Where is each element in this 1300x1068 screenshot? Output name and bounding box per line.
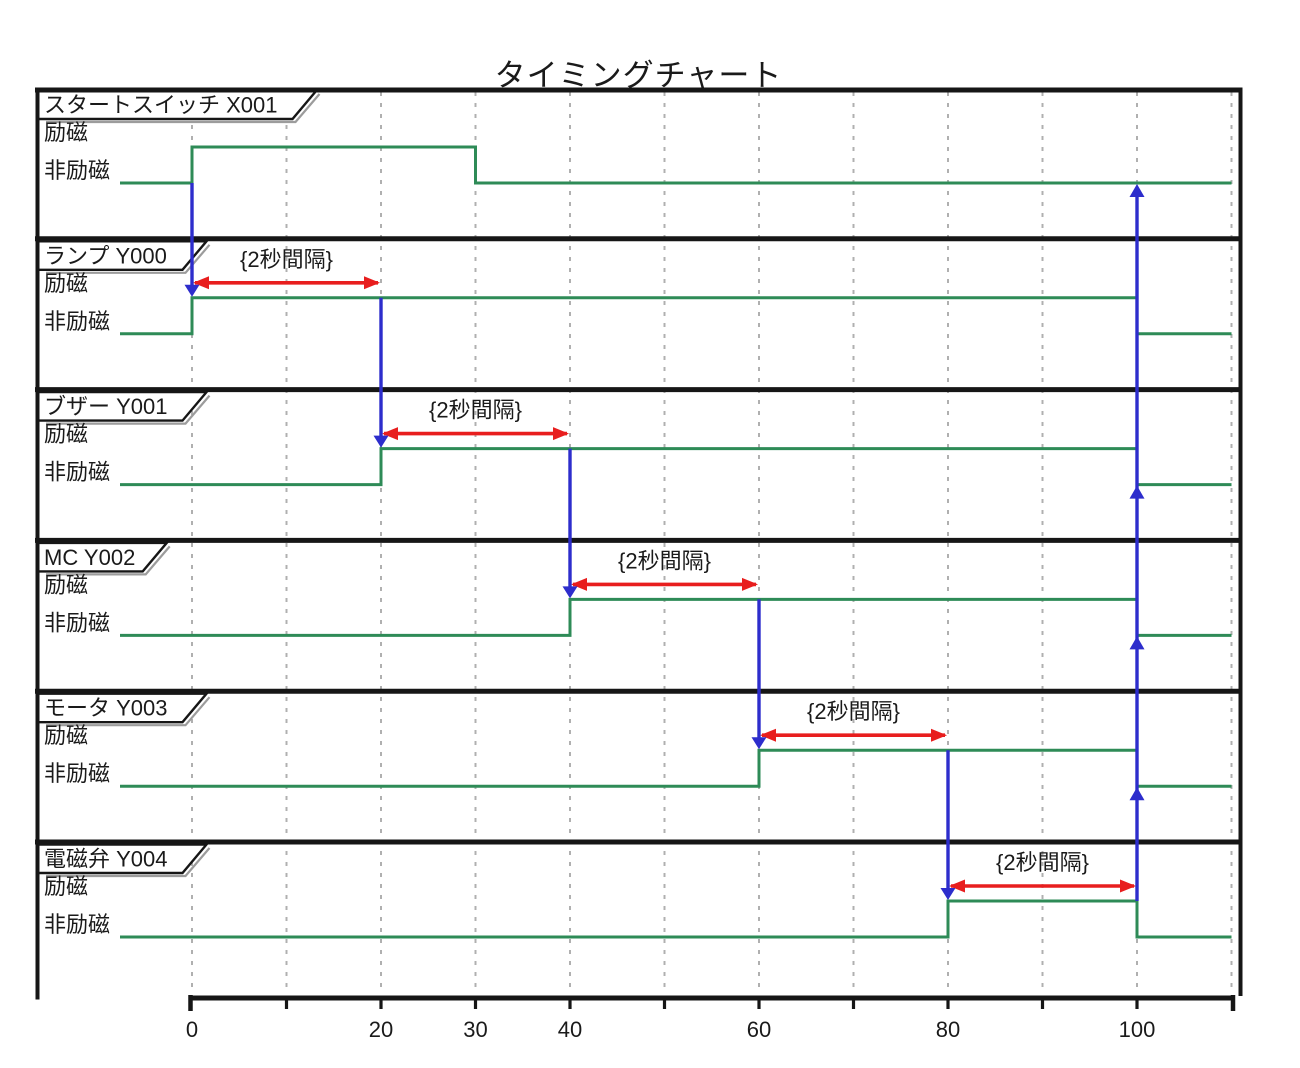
signal-waveform <box>120 899 1232 939</box>
signal-waveform <box>120 145 1232 185</box>
link-arrowhead-down <box>184 284 200 297</box>
interval-label: {2秒間隔} <box>618 548 711 573</box>
level-label-low: 非励磁 <box>44 912 110 937</box>
track-tab-label: 電磁弁 Y004 <box>44 847 168 872</box>
interval-label: {2秒間隔} <box>807 699 900 724</box>
link-arrowhead-down <box>562 586 578 599</box>
link-arrowhead-down <box>751 737 767 750</box>
level-label-high: 励磁 <box>44 874 88 899</box>
level-label-low: 非励磁 <box>44 610 110 635</box>
link-arrowhead-up <box>1129 485 1145 499</box>
track-tab-label: スタートスイッチ X001 <box>44 93 278 118</box>
axis-tick-label: 20 <box>369 1017 393 1042</box>
level-label-low: 非励磁 <box>44 460 110 485</box>
axis-tick-label: 30 <box>463 1017 487 1042</box>
link-arrowhead-down <box>940 888 956 900</box>
interval-label: {2秒間隔} <box>996 850 1089 875</box>
interval-arrowhead-right <box>553 427 569 441</box>
signal-waveform <box>120 597 1232 637</box>
tab-shadow <box>46 847 211 878</box>
interval-arrowhead-left <box>949 879 965 893</box>
track-tab-label: モータ Y003 <box>44 696 168 721</box>
axis-tick-label: 40 <box>558 1017 582 1042</box>
interval-arrowhead-right <box>742 577 758 591</box>
track-tab-label: MC Y002 <box>44 545 135 570</box>
interval-arrowhead-right <box>931 728 947 742</box>
axis-tick-label: 100 <box>1119 1017 1156 1042</box>
level-label-high: 励磁 <box>44 422 88 447</box>
level-label-high: 励磁 <box>44 723 88 748</box>
interval-label: {2秒間隔} <box>240 247 333 272</box>
tab-shadow <box>46 93 321 124</box>
axis-tick-label: 60 <box>747 1017 771 1042</box>
level-label-low: 非励磁 <box>44 309 110 334</box>
track-tab-label: ブザー Y001 <box>44 394 168 419</box>
interval-arrowhead-left <box>382 427 398 441</box>
link-arrowhead-up <box>1129 184 1145 197</box>
signal-waveform <box>120 296 1232 336</box>
level-label-low: 非励磁 <box>44 158 110 183</box>
interval-label: {2秒間隔} <box>429 398 522 423</box>
interval-arrowhead-left <box>760 728 776 742</box>
chart-title: タイミングチャート <box>494 58 783 93</box>
tab-shadow <box>46 244 211 274</box>
level-label-high: 励磁 <box>44 572 88 597</box>
level-label-high: 励磁 <box>44 120 88 145</box>
level-label-high: 励磁 <box>44 271 88 296</box>
interval-arrowhead-right <box>1120 879 1136 893</box>
track-tab-label: ランプ Y000 <box>44 243 167 268</box>
link-arrowhead-down <box>373 435 389 448</box>
level-label-low: 非励磁 <box>44 761 110 786</box>
tab-shadow <box>46 545 171 576</box>
interval-arrowhead-right <box>364 276 380 290</box>
tab-shadow <box>46 696 211 727</box>
tab-shadow <box>46 394 211 425</box>
axis-tick-label: 0 <box>186 1017 198 1042</box>
interval-arrowhead-left <box>193 276 209 290</box>
signal-waveform <box>120 447 1232 487</box>
interval-arrowhead-left <box>571 577 587 591</box>
link-arrowhead-up <box>1129 636 1145 650</box>
axis-tick-label: 80 <box>936 1017 960 1042</box>
link-arrowhead-up <box>1129 787 1145 801</box>
